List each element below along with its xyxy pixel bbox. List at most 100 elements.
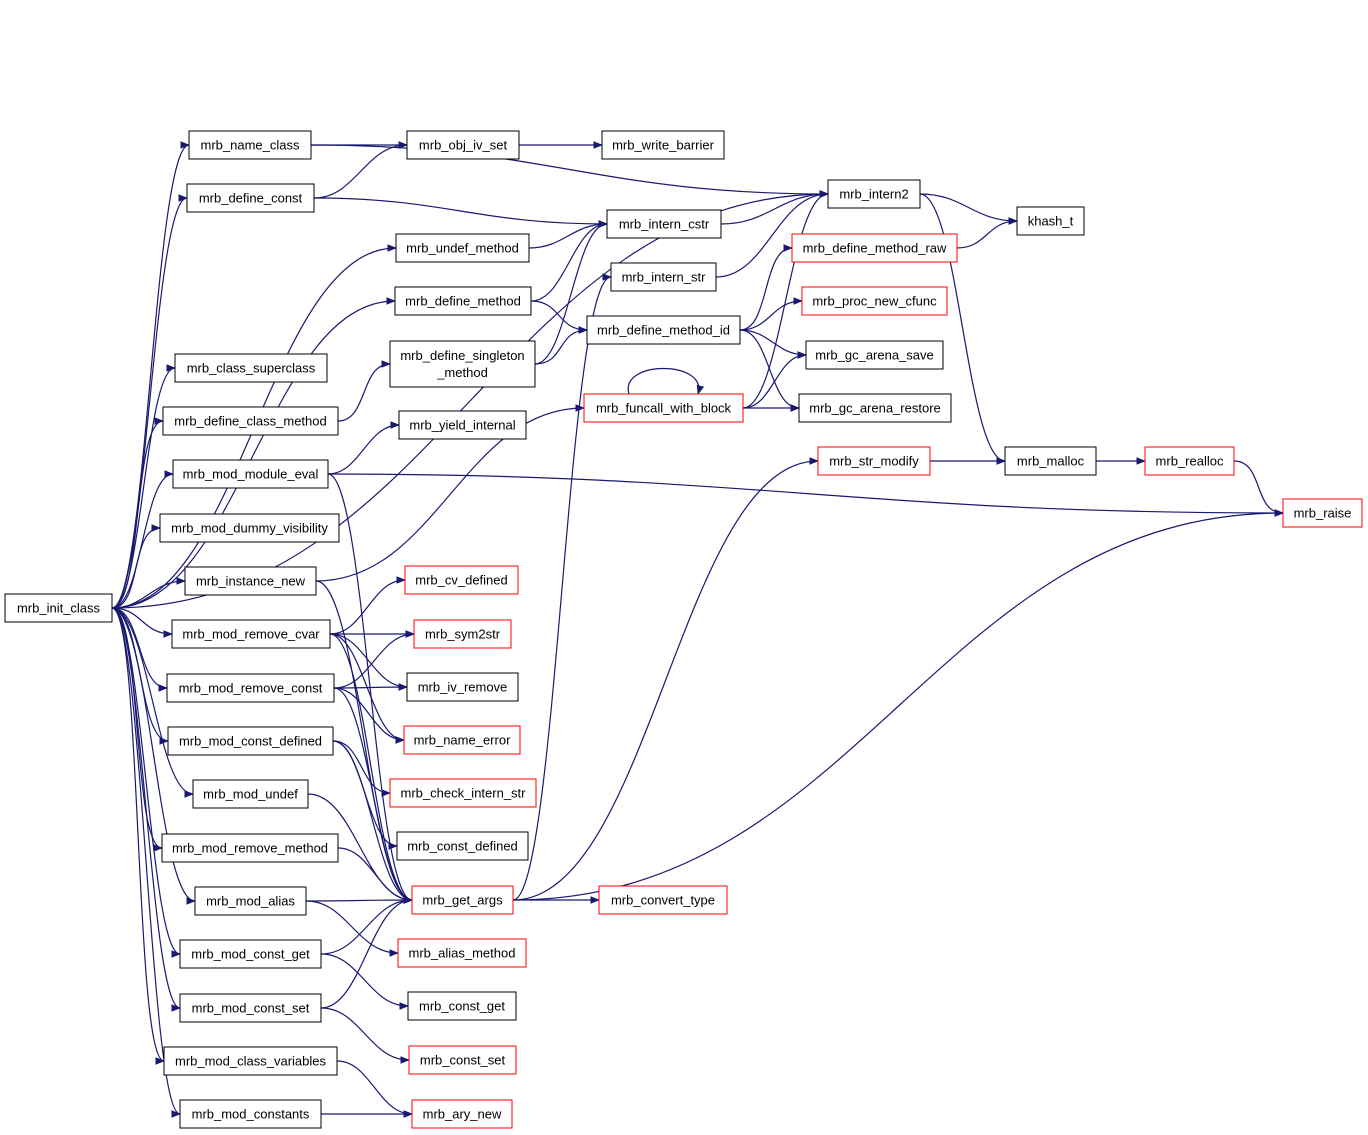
node-box (413, 619, 512, 649)
node-mod-const-defined[interactable]: mrb_mod_const_defined (167, 726, 334, 756)
edge-define_const-to-intern_cstr (313, 197, 608, 228)
edge-undef_method-to-intern_cstr (528, 220, 608, 249)
node-box (1016, 206, 1085, 236)
node-write-barrier[interactable]: mrb_write_barrier (601, 130, 725, 160)
node-mod-remove-method[interactable]: mrb_mod_remove_method (161, 833, 339, 863)
edge-root-to-define_class_method (111, 417, 164, 609)
node-check-intern-str[interactable]: mrb_check_intern_str (389, 778, 537, 808)
node-label: mrb_const_get (419, 999, 505, 1014)
node-mod-dummy-visibility[interactable]: mrb_mod_dummy_visibility (159, 513, 340, 543)
node-mod-class-variables[interactable]: mrb_mod_class_variables (163, 1046, 338, 1076)
node-mod-module-eval[interactable]: mrb_mod_module_eval (172, 459, 329, 489)
edge-mod_remove_const-to-get_args (333, 687, 413, 904)
node-define-method-raw[interactable]: mrb_define_method_raw (791, 233, 958, 263)
node-mod-remove-const[interactable]: mrb_mod_remove_const (166, 673, 335, 703)
node-cv-defined[interactable]: mrb_cv_defined (404, 565, 519, 595)
node-define-method-id[interactable]: mrb_define_method_id (586, 315, 741, 345)
node-realloc[interactable]: mrb_realloc (1144, 446, 1235, 476)
node-box (610, 262, 717, 292)
node-label: mrb_get_args (422, 893, 503, 908)
node-label: mrb_proc_new_cfunc (812, 294, 937, 309)
node-box (179, 1099, 322, 1129)
node-label: mrb_mod_remove_const (179, 681, 323, 696)
node-label: mrb_mod_module_eval (183, 467, 319, 482)
node-define-method[interactable]: mrb_define_method (394, 286, 532, 316)
node-alias-method[interactable]: mrb_alias_method (397, 938, 527, 968)
node-label: mrb_undef_method (406, 241, 519, 256)
node-box (171, 619, 331, 649)
edge-root-to-mod_dummy_visibility (111, 524, 161, 609)
node-mod-const-get[interactable]: mrb_mod_const_get (179, 939, 322, 969)
node-label: mrb_ary_new (423, 1107, 502, 1122)
node-get-args[interactable]: mrb_get_args (411, 885, 514, 915)
edge-define_const-to-obj_iv_set (313, 141, 408, 199)
edge-mod_class_variables-to-ary_new (336, 1060, 413, 1118)
edge-mod_remove_const-to-iv_remove (333, 683, 408, 691)
node-label: mrb_name_class (201, 138, 300, 153)
node-define-singleton-method[interactable]: mrb_define_singleton_method (389, 340, 536, 388)
node-define-class-method[interactable]: mrb_define_class_method (162, 406, 339, 436)
node-box (179, 993, 322, 1023)
node-label: _method (436, 365, 488, 380)
edge-root-to-define_const (111, 194, 188, 609)
node-obj-iv-set[interactable]: mrb_obj_iv_set (406, 130, 520, 160)
node-ary-new[interactable]: mrb_ary_new (411, 1099, 513, 1129)
node-raise[interactable]: mrb_raise (1282, 498, 1363, 528)
node-const-get[interactable]: mrb_const_get (407, 991, 517, 1021)
node-malloc[interactable]: mrb_malloc (1004, 446, 1097, 476)
node-label: mrb_define_class_method (174, 414, 326, 429)
node-convert-type[interactable]: mrb_convert_type (598, 885, 728, 915)
node-label: mrb_mod_alias (206, 894, 295, 909)
node-mod-const-set[interactable]: mrb_mod_const_set (179, 993, 322, 1023)
edge-root-to-mod_constants (111, 607, 181, 1118)
node-box (817, 446, 931, 476)
node-label: mrb_const_defined (407, 839, 518, 854)
node-label: mrb_write_barrier (612, 138, 715, 153)
edge-get_args-to-raise (512, 509, 1284, 901)
node-define-const[interactable]: mrb_define_const (186, 183, 315, 213)
node-undef-method[interactable]: mrb_undef_method (395, 233, 530, 263)
node-class-superclass[interactable]: mrb_class_superclass (174, 353, 328, 383)
node-gc-arena-save[interactable]: mrb_gc_arena_save (805, 340, 944, 370)
node-intern2[interactable]: mrb_intern2 (827, 179, 921, 209)
node-iv-remove[interactable]: mrb_iv_remove (406, 672, 519, 702)
node-funcall-with-block[interactable]: mrb_funcall_with_block (583, 393, 744, 423)
node-box (172, 459, 329, 489)
node-label: mrb_yield_internal (409, 418, 515, 433)
node-mod-alias[interactable]: mrb_mod_alias (194, 886, 307, 916)
node-const-set[interactable]: mrb_const_set (408, 1045, 517, 1075)
edge-define_method-to-intern_cstr (530, 220, 608, 302)
node-box (791, 233, 958, 263)
node-name-class[interactable]: mrb_name_class (188, 130, 312, 160)
node-mod-constants[interactable]: mrb_mod_constants (179, 1099, 322, 1129)
node-label: khash_t (1028, 214, 1074, 229)
node-label: mrb_cv_defined (415, 573, 508, 588)
node-name-error[interactable]: mrb_name_error (403, 725, 521, 755)
edge-mod_const_defined-to-get_args (332, 740, 413, 904)
node-box (601, 130, 725, 160)
node-intern-cstr[interactable]: mrb_intern_cstr (606, 209, 722, 239)
node-box (1004, 446, 1097, 476)
node-label: mrb_mod_const_get (191, 947, 310, 962)
node-root[interactable]: mrb_init_class (4, 593, 113, 623)
node-sym2str[interactable]: mrb_sym2str (413, 619, 512, 649)
node-yield-internal[interactable]: mrb_yield_internal (398, 410, 527, 440)
node-intern-str[interactable]: mrb_intern_str (610, 262, 717, 292)
node-box (805, 340, 944, 370)
node-label: mrb_name_error (414, 733, 511, 748)
edge-mod_const_set-to-get_args (320, 896, 413, 1009)
node-const-defined[interactable]: mrb_const_defined (396, 831, 529, 861)
edge-define_method_id-to-proc_new_cfunc (739, 297, 803, 331)
node-box (404, 565, 519, 595)
node-label: mrb_mod_const_set (192, 1001, 310, 1016)
node-box (403, 725, 521, 755)
node-mod-undef[interactable]: mrb_mod_undef (192, 779, 309, 809)
node-mod-remove-cvar[interactable]: mrb_mod_remove_cvar (171, 619, 331, 649)
node-box (397, 938, 527, 968)
node-instance-new[interactable]: mrb_instance_new (184, 566, 317, 596)
node-gc-arena-restore[interactable]: mrb_gc_arena_restore (798, 393, 952, 423)
node-khash-t[interactable]: khash_t (1016, 206, 1085, 236)
edge-root-to-mod_alias (111, 607, 196, 905)
node-str-modify[interactable]: mrb_str_modify (817, 446, 931, 476)
node-proc-new-cfunc[interactable]: mrb_proc_new_cfunc (801, 286, 948, 316)
